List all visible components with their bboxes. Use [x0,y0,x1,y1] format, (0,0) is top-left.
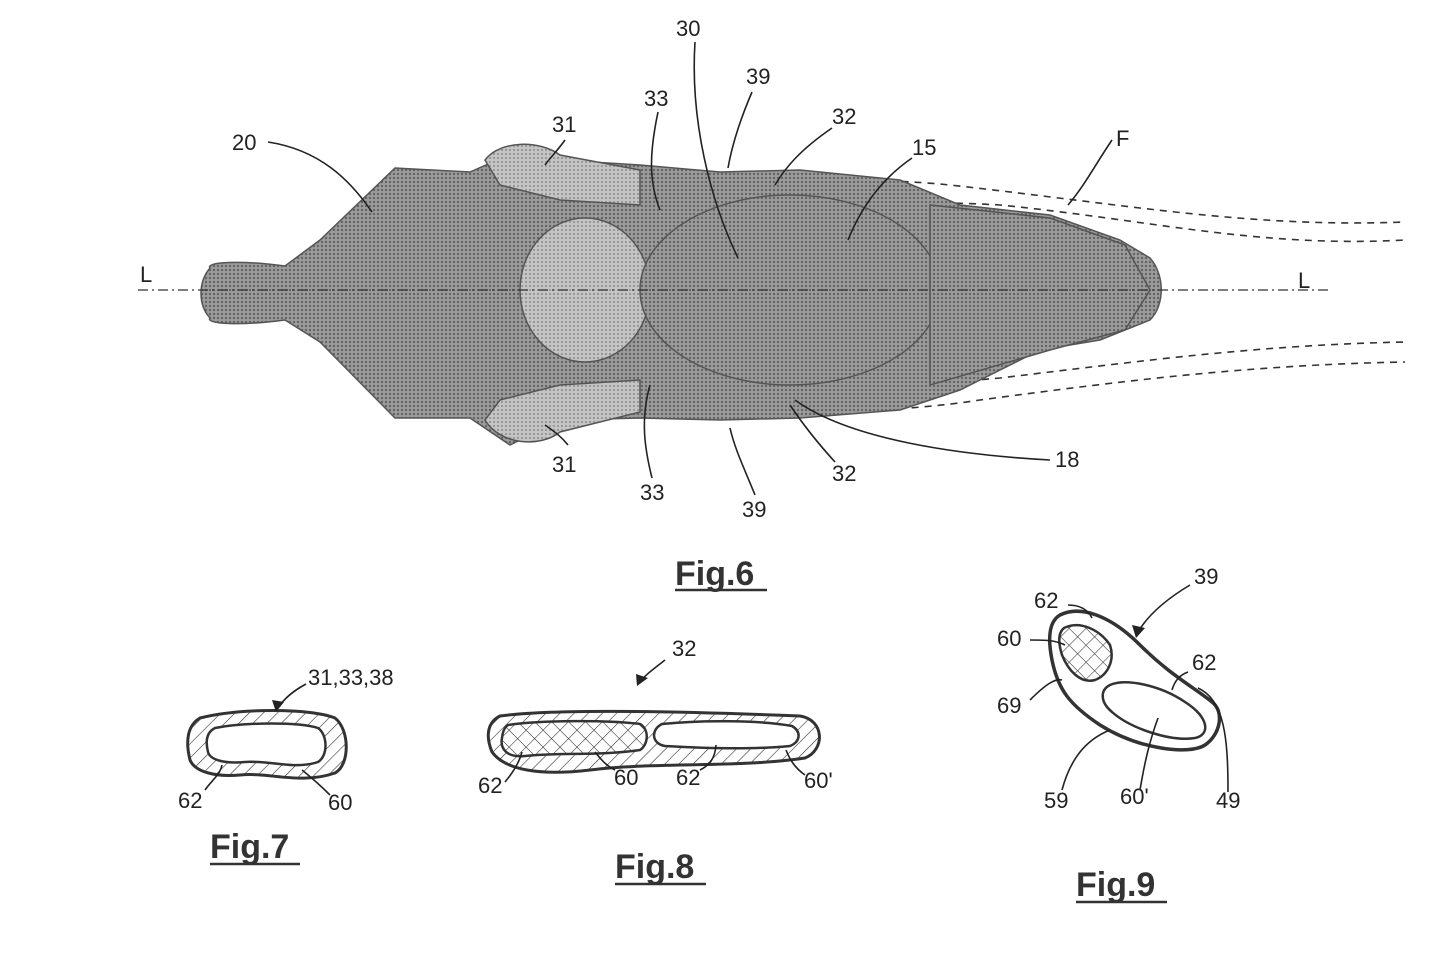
axis-label-left: L [140,262,152,287]
fig9-ref-60prime: 60' [1120,784,1149,809]
fig9-caption: Fig.9 [1076,866,1155,904]
ref-15: 15 [912,135,936,160]
fig6-drawing: L L 20 30 39 33 32 31 15 F 31 33 39 [138,16,1406,593]
fig8-ref-60prime: 60' [804,768,833,793]
ref-33-top: 33 [644,86,668,111]
rider-arm-upper [484,143,641,206]
fig7-ref-main: 31,33,38 [308,665,394,690]
fig8-ref-32: 32 [672,636,696,661]
ref-32-top: 32 [832,104,856,129]
fig9-cavity-60prime [1101,681,1207,740]
fig6-caption: Fig.6 [675,555,754,593]
fig9-ref-62a: 62 [1034,588,1058,613]
fig7-cavity [205,722,327,767]
fig8-caption: Fig.8 [615,848,694,886]
fig8-cavity-60prime [652,719,800,750]
axis-label-right: L [1298,268,1310,293]
fig9-ref-60: 60 [997,626,1021,651]
fig9-cavity-60 [1058,623,1113,682]
fig9-ref-39: 39 [1194,564,1218,589]
fig7-ref-62: 62 [178,788,202,813]
ref-20: 20 [232,130,256,155]
motorcycle-rider-body [200,143,1162,446]
fig7-ref-60: 60 [328,790,352,815]
fig7-drawing: 31,33,38 62 60 Fig.7 [178,665,394,866]
rider-arm-lower [484,379,641,443]
fig6-leader-lines [267,41,1113,496]
ref-39-bottom: 39 [742,497,766,522]
fig7-caption: Fig.7 [210,828,289,866]
fig9-ref-69: 69 [997,693,1021,718]
fig8-ref-60: 60 [614,765,638,790]
fig9-ref-62b: 62 [1192,650,1216,675]
ref-31-top: 31 [552,112,576,137]
fig8-ref-62a: 62 [478,773,502,798]
ref-32-bottom: 32 [832,461,856,486]
ref-33-bottom: 33 [640,480,664,505]
fig9-ref-59: 59 [1044,788,1068,813]
fig9-drawing: 39 62 60 62 69 59 60' 49 Fig.9 [997,564,1240,904]
ref-30: 30 [676,16,700,41]
ref-18: 18 [1055,447,1079,472]
tail-section [929,204,1151,386]
fig8-cavity-60 [500,719,648,758]
fig8-drawing: 32 62 60 62 60' Fig.8 [478,636,833,886]
ref-F: F [1116,126,1129,151]
ref-31-bottom: 31 [552,452,576,477]
fig9-ref-49: 49 [1216,788,1240,813]
ref-39-top: 39 [746,64,770,89]
fig8-ref-62b: 62 [676,765,700,790]
